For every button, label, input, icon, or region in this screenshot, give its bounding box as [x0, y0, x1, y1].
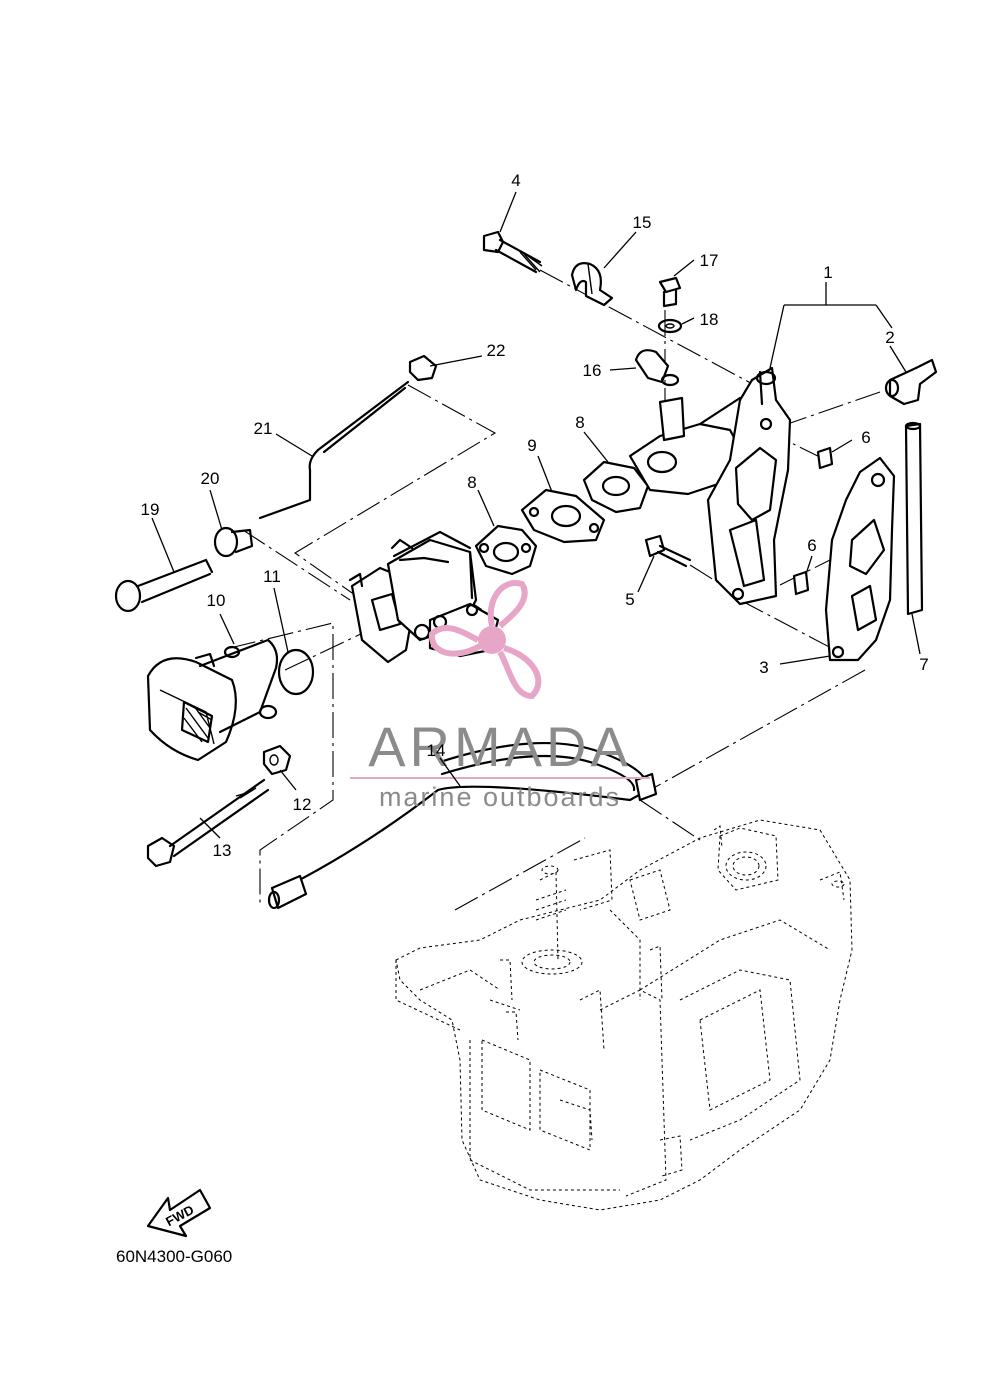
collar-part-12	[262, 744, 292, 776]
gasket-part-8-upper	[582, 460, 650, 514]
bolt-part-13	[146, 778, 270, 868]
fitting-part-20	[213, 526, 254, 558]
reference-lines	[229, 269, 881, 911]
callout-6-upper: 6	[861, 428, 870, 447]
armada-watermark: ARMADA marine outboards	[350, 580, 650, 812]
silencer-part-10	[146, 638, 279, 762]
callout-13: 13	[213, 841, 232, 860]
bolt-part-17	[658, 276, 682, 308]
intake-manifold-part-1	[628, 366, 792, 606]
callout-11: 11	[263, 567, 281, 586]
propeller-logo-icon	[428, 580, 542, 700]
watermark-subtitle: marine outboards	[379, 782, 621, 812]
callout-17: 17	[700, 251, 719, 270]
callout-6-lower: 6	[807, 536, 816, 555]
callout-22: 22	[487, 341, 506, 360]
hose-part-7	[904, 421, 924, 616]
leader-lines	[151, 191, 921, 839]
callout-5: 5	[625, 590, 634, 609]
callout-1: 1	[823, 263, 832, 282]
callout-7: 7	[919, 655, 928, 674]
gasket-part-8-lower	[474, 524, 538, 576]
callout-18: 18	[700, 310, 719, 329]
gasket-part-3	[824, 456, 896, 662]
callout-2: 2	[885, 328, 894, 347]
callout-9: 9	[527, 436, 536, 455]
diagram-code: 60N4300-G060	[116, 1247, 232, 1266]
callout-10: 10	[207, 591, 226, 610]
bolt-part-4	[482, 230, 543, 274]
watermark-title: ARMADA	[368, 715, 632, 778]
callout-4: 4	[511, 171, 520, 190]
pin-part-6-upper	[816, 446, 834, 470]
callout-3: 3	[759, 658, 768, 677]
hose-part-14	[267, 741, 658, 910]
powerhead-block	[395, 819, 853, 1211]
callout-19: 19	[141, 500, 160, 519]
o-ring-part-11	[277, 648, 315, 696]
callout-21: 21	[254, 419, 273, 438]
washer-part-18	[657, 318, 683, 334]
callout-12: 12	[293, 795, 312, 814]
callout-14: 14	[427, 741, 446, 760]
carburetor-assembly	[348, 530, 500, 664]
clip-part-22	[408, 354, 438, 382]
clamp-part-15	[570, 262, 614, 307]
callout-20: 20	[201, 469, 220, 488]
callout-numbers: 1 2 3 4 5 6 6 7 8 8 9 10 11 12 13 14 15 …	[141, 171, 929, 860]
bolt-part-5	[644, 534, 692, 568]
fwd-arrow-icon: FWD	[146, 1188, 212, 1238]
rod-part-21	[258, 380, 410, 520]
callout-8-upper: 8	[575, 413, 584, 432]
knob-part-19	[114, 558, 214, 613]
pin-part-6-lower	[792, 570, 810, 596]
clamp-part-16	[634, 349, 680, 387]
joint-part-2	[884, 358, 938, 406]
callout-8-lower: 8	[467, 473, 476, 492]
callout-16: 16	[583, 361, 602, 380]
callout-15: 15	[633, 213, 652, 232]
